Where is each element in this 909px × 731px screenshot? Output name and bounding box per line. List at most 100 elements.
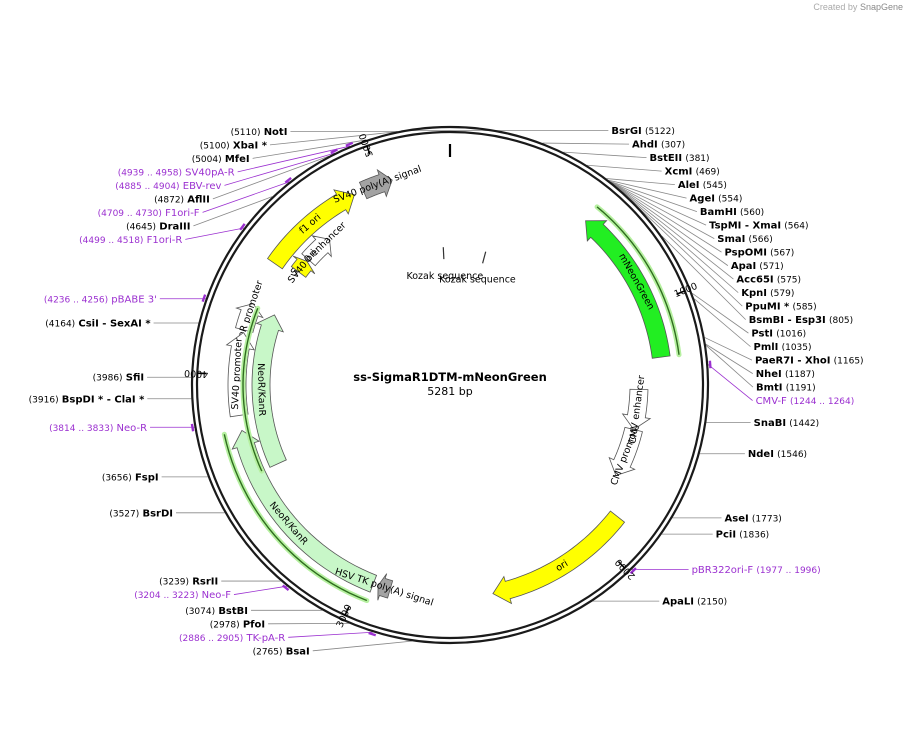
- site-name: BsaI: [286, 646, 310, 657]
- site-apai[interactable]: ApaI (571): [731, 261, 784, 272]
- site-name: SmaI: [717, 234, 745, 245]
- site-leader-line: [563, 151, 647, 159]
- primer-sv40pa-r[interactable]: (4939 .. 4958) SV40pA-R: [118, 167, 235, 178]
- site-name: MfeI: [225, 154, 250, 165]
- site-xbai[interactable]: (5100) XbaI *: [200, 140, 268, 151]
- primer-cmv-f[interactable]: CMV-F (1244 .. 1264): [756, 396, 855, 407]
- site-csii-sexai[interactable]: (4164) CsiI - SexAI *: [45, 318, 151, 329]
- primer-pbr322ori-f[interactable]: pBR322ori-F (1977 .. 1996): [692, 565, 821, 576]
- site-psti[interactable]: PstI (1016): [751, 329, 806, 340]
- site-position: (5100): [200, 141, 230, 151]
- site-bsrgi[interactable]: BsrGI (5122): [611, 126, 675, 137]
- site-bspdi-clai[interactable]: (3916) BspDI * - ClaI *: [29, 394, 145, 405]
- site-pmli[interactable]: PmlI (1035): [754, 342, 812, 353]
- primer-leader-line: [707, 364, 753, 401]
- site-ahdi[interactable]: AhdI (307): [632, 140, 685, 151]
- label-text: BstEII (381): [650, 153, 710, 164]
- site-mfei[interactable]: (5004) MfeI: [192, 154, 250, 165]
- primer-leader-line: [202, 181, 290, 213]
- site-asei[interactable]: AseI (1773): [725, 513, 782, 524]
- feature-sv40-poly-a-signal[interactable]: SV40 poly(A) signal: [332, 164, 423, 206]
- primer-name: Neo-R: [117, 423, 148, 434]
- label-text: PpuMI * (585): [745, 302, 816, 313]
- scale-tick: [366, 145, 371, 155]
- plasmid-backbone: [190, 125, 710, 645]
- site-agei[interactable]: AgeI (554): [690, 194, 743, 205]
- site-nhei[interactable]: NheI (1187): [756, 369, 815, 380]
- primer-bind-mark: [282, 584, 290, 592]
- orf-line: [223, 434, 368, 602]
- site-name: BsmBI - Esp3I: [749, 315, 826, 326]
- site-name: AgeI: [690, 194, 715, 205]
- feature-shape: [492, 510, 626, 605]
- feature-ori[interactable]: ori: [492, 510, 626, 605]
- primer-pbabe-3[interactable]: (4236 .. 4256) pBABE 3': [44, 294, 157, 305]
- primer-neo-r[interactable]: (3814 .. 3833) Neo-R: [49, 423, 147, 434]
- site-noti[interactable]: (5110) NotI: [231, 127, 288, 138]
- primer-f1ori-f[interactable]: (4709 .. 4730) F1ori-F: [98, 208, 200, 219]
- primer-bind-mark: [708, 360, 712, 369]
- feature-neor-kanr[interactable]: NeoR/KanR: [240, 305, 287, 474]
- site-bsrdi[interactable]: (3527) BsrDI: [109, 508, 173, 519]
- site-xcmi[interactable]: XcmI (469): [665, 167, 720, 178]
- kozak-mark: [482, 251, 487, 264]
- primer-bind-mark: [368, 631, 377, 637]
- label-text: (3074) BstBI: [185, 606, 248, 617]
- feature-mneongreen[interactable]: mNeonGreen: [585, 204, 682, 359]
- label-text: NheI (1187): [756, 369, 815, 380]
- site-ppumi[interactable]: PpuMI * (585): [745, 302, 816, 313]
- label-text: Acc65I (575): [736, 275, 801, 286]
- site-leader-line: [193, 196, 273, 227]
- site-apali[interactable]: ApaLI (2150): [662, 597, 727, 608]
- site-acc65i[interactable]: Acc65I (575): [736, 275, 801, 286]
- site-ndei[interactable]: NdeI (1546): [748, 449, 807, 460]
- primer-bind-mark: [330, 148, 338, 154]
- site-bsai[interactable]: (2765) BsaI: [253, 646, 310, 657]
- site-aflii[interactable]: (4872) AflII: [154, 194, 210, 205]
- site-position: (469): [696, 168, 720, 178]
- site-name: AhdI: [632, 140, 658, 151]
- site-position: (1165): [834, 357, 864, 367]
- site-pspomi[interactable]: PspOMI (567): [724, 248, 794, 259]
- site-tspmi-xmai[interactable]: TspMI - XmaI (564): [709, 221, 808, 232]
- site-name: FspI: [135, 472, 159, 483]
- feature-hsv-tk-poly-a-signal[interactable]: HSV TK poly(A) signal: [333, 566, 434, 608]
- site-position: (1442): [789, 419, 819, 429]
- scale-tick-label: 4000: [184, 367, 209, 379]
- label-text: (2886 .. 2905) TK-pA-R: [179, 633, 285, 644]
- kozak-label: Kozak sequence: [439, 275, 516, 286]
- primer-tk-pa-r[interactable]: (2886 .. 2905) TK-pA-R: [179, 633, 285, 644]
- primer-range: (4236 .. 4256): [44, 295, 108, 305]
- primer-leader-line: [288, 631, 373, 638]
- site-rsrii[interactable]: (3239) RsrII: [159, 577, 218, 588]
- site-bamhi[interactable]: BamHI (560): [700, 207, 764, 218]
- site-position: (1187): [785, 370, 815, 380]
- site-fspi[interactable]: (3656) FspI: [102, 472, 159, 483]
- label-text: (4939 .. 4958) SV40pA-R: [118, 167, 235, 178]
- feature-sv40-promoter[interactable]: SV40 promoter: [225, 331, 255, 418]
- site-bsteii[interactable]: BstEII (381): [650, 153, 710, 164]
- primer-bind-mark: [190, 423, 195, 432]
- primer-neo-f[interactable]: (3204 .. 3223) Neo-F: [134, 590, 231, 601]
- site-bsmbi-esp3i[interactable]: BsmBI - Esp3I (805): [749, 315, 853, 326]
- primer-ebv-rev[interactable]: (4885 .. 4904) EBV-rev: [115, 181, 221, 192]
- label-text: (4164) CsiI - SexAI *: [45, 318, 151, 329]
- site-sfii[interactable]: (3986) SfiI: [93, 373, 144, 384]
- site-pcii[interactable]: PciI (1836): [716, 530, 770, 541]
- label-text: (3239) RsrII: [159, 577, 218, 588]
- label-text: BsrGI (5122): [611, 126, 675, 137]
- site-smai[interactable]: SmaI (566): [717, 234, 772, 245]
- site-name: CsiI - SexAI *: [78, 318, 151, 329]
- site-snabi[interactable]: SnaBI (1442): [754, 418, 820, 429]
- primer-f1ori-r[interactable]: (4499 .. 4518) F1ori-R: [79, 235, 182, 246]
- site-leader-line: [606, 178, 675, 186]
- site-alei[interactable]: AleI (545): [678, 180, 727, 191]
- label-text: PaeR7I - XhoI (1165): [755, 356, 864, 367]
- site-bstbi[interactable]: (3074) BstBI: [185, 606, 248, 617]
- site-bmti[interactable]: BmtI (1191): [756, 383, 816, 394]
- site-name: Acc65I: [736, 275, 773, 286]
- site-paer7i-xhoi[interactable]: PaeR7I - XhoI (1165): [755, 356, 864, 367]
- site-kpni[interactable]: KpnI (579): [741, 288, 794, 299]
- site-pfoi[interactable]: (2978) PfoI: [210, 619, 265, 630]
- site-draiii[interactable]: (4645) DraIII: [126, 221, 190, 232]
